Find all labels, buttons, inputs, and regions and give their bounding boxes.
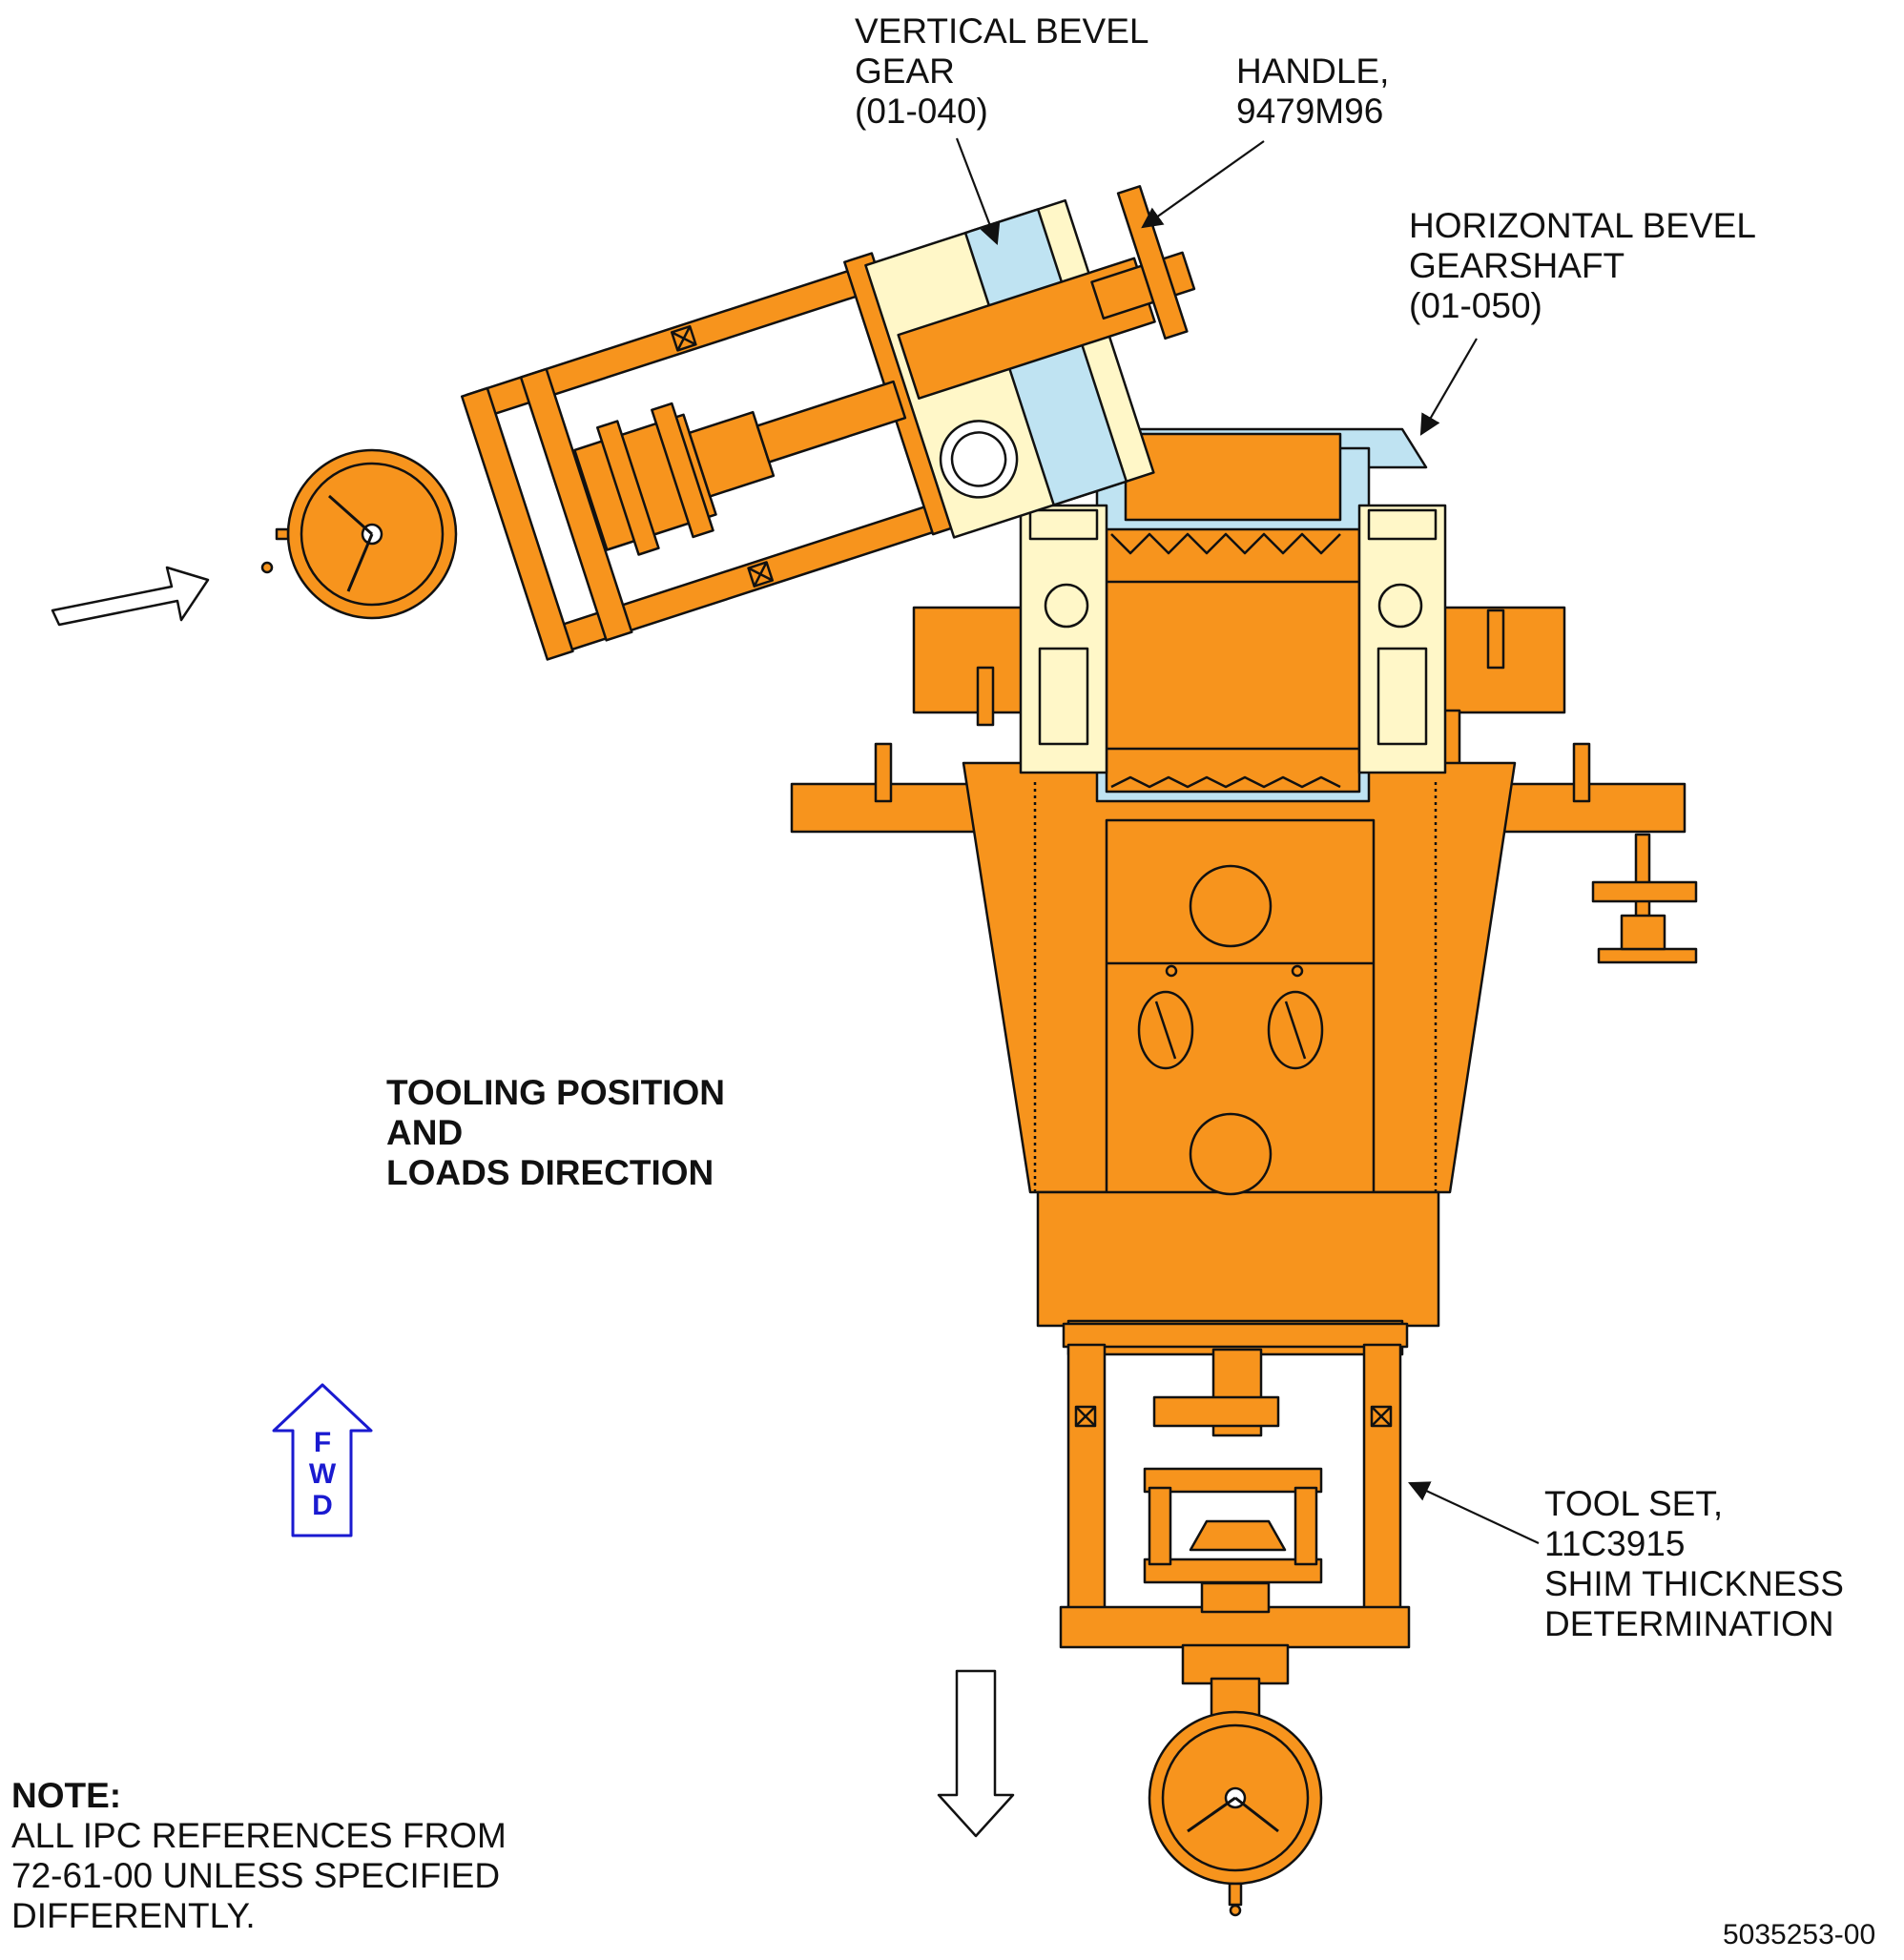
fwd-label: F W D bbox=[303, 1427, 341, 1521]
callout-line: HORIZONTAL BEVEL bbox=[1409, 206, 1756, 245]
note: NOTE: ALL IPC REFERENCES FROM 72-61-00 U… bbox=[11, 1776, 507, 1936]
callout-line: VERTICAL BEVEL bbox=[855, 11, 1149, 51]
callout-line: GEARSHAFT bbox=[1409, 246, 1625, 285]
load-direction-arrow-left bbox=[51, 566, 210, 627]
caption-line: LOADS DIRECTION bbox=[386, 1153, 714, 1192]
callout-line: DETERMINATION bbox=[1544, 1604, 1834, 1643]
caption: TOOLING POSITION AND LOADS DIRECTION bbox=[386, 1073, 725, 1193]
note-title: NOTE: bbox=[11, 1776, 122, 1815]
fwd-letter: W bbox=[308, 1458, 337, 1490]
callout-line: GEAR bbox=[855, 52, 955, 91]
load-direction-arrow-down bbox=[937, 1669, 1015, 1838]
fwd-arrow bbox=[272, 1383, 373, 1537]
callout-vertical-bevel-gear: VERTICAL BEVEL GEAR (01-040) bbox=[855, 11, 1149, 132]
bearing-packs bbox=[1019, 504, 1447, 774]
caption-line: AND bbox=[386, 1113, 464, 1152]
callout-line: (01-040) bbox=[855, 92, 988, 131]
callout-line: 11C3915 bbox=[1544, 1524, 1686, 1563]
callout-line: 9479M96 bbox=[1236, 92, 1384, 131]
callout-handle: HANDLE, 9479M96 bbox=[1236, 52, 1389, 132]
callout-horizontal-bevel-gearshaft: HORIZONTAL BEVEL GEARSHAFT (01-050) bbox=[1409, 206, 1756, 326]
figure-number: 5035253-00 bbox=[1723, 1919, 1876, 1950]
angled-gear-tool bbox=[460, 185, 1196, 661]
fwd-letter: D bbox=[312, 1490, 333, 1521]
callout-line: SHIM THICKNESS bbox=[1544, 1564, 1844, 1603]
lower-tool-set bbox=[1059, 1322, 1411, 1719]
leader-vertical-bevel-gear bbox=[955, 137, 1001, 246]
callout-tool-set: TOOL SET, 11C3915 SHIM THICKNESS DETERMI… bbox=[1544, 1484, 1844, 1644]
callout-line: HANDLE, bbox=[1236, 52, 1390, 91]
fwd-letter: F bbox=[313, 1427, 332, 1458]
callout-line: (01-050) bbox=[1409, 286, 1542, 325]
callout-line: TOOL SET, bbox=[1544, 1484, 1724, 1523]
dial-indicator-left bbox=[260, 448, 458, 620]
leader-handle bbox=[1141, 140, 1265, 229]
note-line: DIFFERENTLY. bbox=[11, 1896, 256, 1935]
caption-line: TOOLING POSITION bbox=[386, 1073, 725, 1112]
dial-indicator-bottom bbox=[1148, 1710, 1323, 1917]
leader-tool-set bbox=[1408, 1481, 1540, 1544]
note-line: 72-61-00 UNLESS SPECIFIED bbox=[11, 1856, 501, 1895]
note-line: ALL IPC REFERENCES FROM bbox=[11, 1816, 507, 1855]
leader-horizontal-bevel-gearshaft bbox=[1419, 338, 1478, 436]
